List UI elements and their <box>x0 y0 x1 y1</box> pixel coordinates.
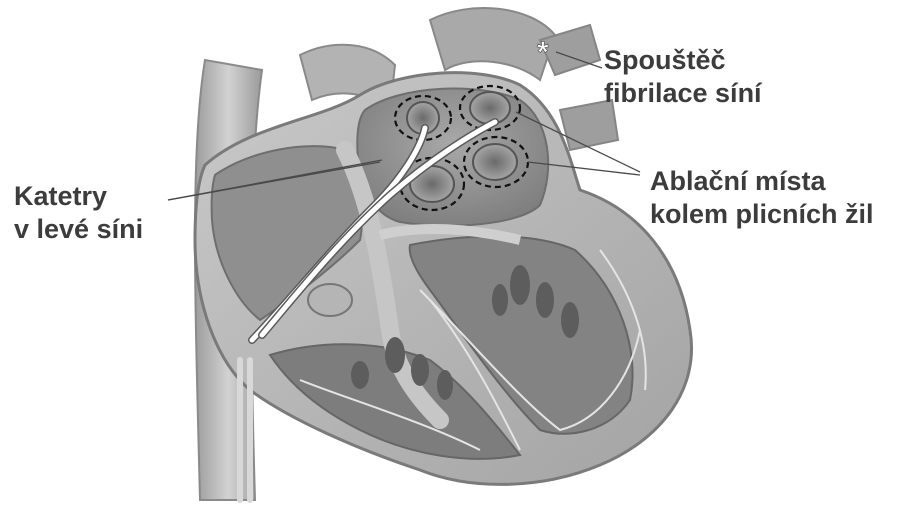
trigger-label-line1: Spouštěč <box>604 44 762 77</box>
trigger-label: Spouštěč fibrilace síní <box>604 44 762 110</box>
ablation-sites-label-line1: Ablační místa <box>650 165 874 198</box>
trigger-marker: * <box>537 36 549 69</box>
catheters-label-line1: Katetry <box>14 180 143 213</box>
catheters-label: Katetry v levé síni <box>14 180 143 246</box>
ablation-sites-label-line2: kolem plicních žil <box>650 198 874 231</box>
catheters-label-line2: v levé síni <box>14 213 143 246</box>
ablation-sites-label: Ablační místa kolem plicních žil <box>650 165 874 231</box>
trigger-label-line2: fibrilace síní <box>604 77 762 110</box>
